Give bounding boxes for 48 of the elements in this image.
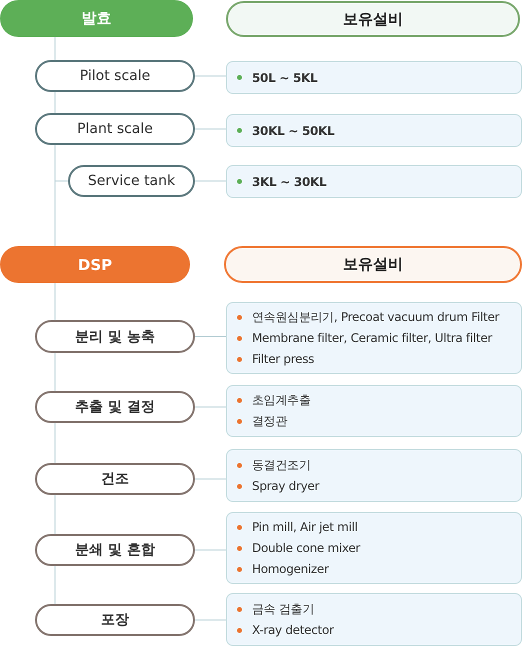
equipment-box [226, 512, 522, 584]
equipment-item: 초임계추출 [252, 392, 311, 409]
connector-line [54, 566, 56, 604]
connector-line [54, 494, 56, 534]
equipment-box [226, 593, 522, 646]
equipment-item: 3KL ~ 30KL [252, 174, 326, 188]
process-pill: Pilot scale [35, 60, 195, 92]
section-header: DSP [0, 246, 190, 283]
connector-line [194, 406, 226, 408]
connector-line [194, 180, 226, 182]
connector-line [54, 352, 56, 392]
equipment-item: Spray dryer [252, 479, 320, 493]
connector-line [54, 144, 56, 246]
equipment-item: 50L ~ 5KL [252, 70, 318, 84]
equipment-item: X-ray detector [252, 623, 334, 637]
equipment-box [226, 114, 522, 147]
process-pill: Plant scale [35, 113, 195, 145]
process-pill: 건조 [35, 463, 195, 495]
process-pill: Service tank [68, 165, 195, 197]
equipment-item: 결정관 [252, 413, 288, 430]
connector-line [54, 92, 56, 114]
equipment-box [226, 385, 522, 437]
process-pill: 포장 [35, 604, 195, 636]
equipment-item: 동결건조기 [252, 456, 311, 474]
equipment-item: 30KL ~ 50KL [252, 124, 334, 138]
column-header: 보유설비 [226, 1, 520, 37]
column-header: 보유설비 [224, 246, 522, 283]
connector-line [54, 422, 56, 464]
process-pill: 추출 및 결정 [35, 391, 195, 423]
connector-line [194, 478, 226, 480]
connector-line [194, 128, 226, 130]
equipment-item: Pin mill, Air jet mill [252, 520, 358, 534]
equipment-item: 금속 검출기 [252, 600, 314, 618]
connector-line [194, 336, 226, 337]
section-header: 발효 [0, 0, 193, 37]
equipment-item: Double cone mixer [252, 541, 360, 555]
process-pill: 분리 및 농축 [35, 320, 195, 353]
equipment-item: 연속원심분리기, Precoat vacuum drum Filter [252, 308, 500, 326]
connector-line [54, 282, 56, 320]
equipment-item: Filter press [252, 352, 314, 366]
equipment-box [226, 449, 522, 502]
process-pill: 분쇄 및 혼합 [35, 534, 195, 566]
equipment-box [226, 61, 522, 94]
equipment-item: Membrane filter, Ceramic filter, Ultra filter [252, 331, 492, 345]
equipment-box [226, 302, 522, 374]
equipment-item: Homogenizer [252, 562, 329, 576]
connector-line [54, 36, 56, 60]
equipment-box [226, 165, 522, 198]
